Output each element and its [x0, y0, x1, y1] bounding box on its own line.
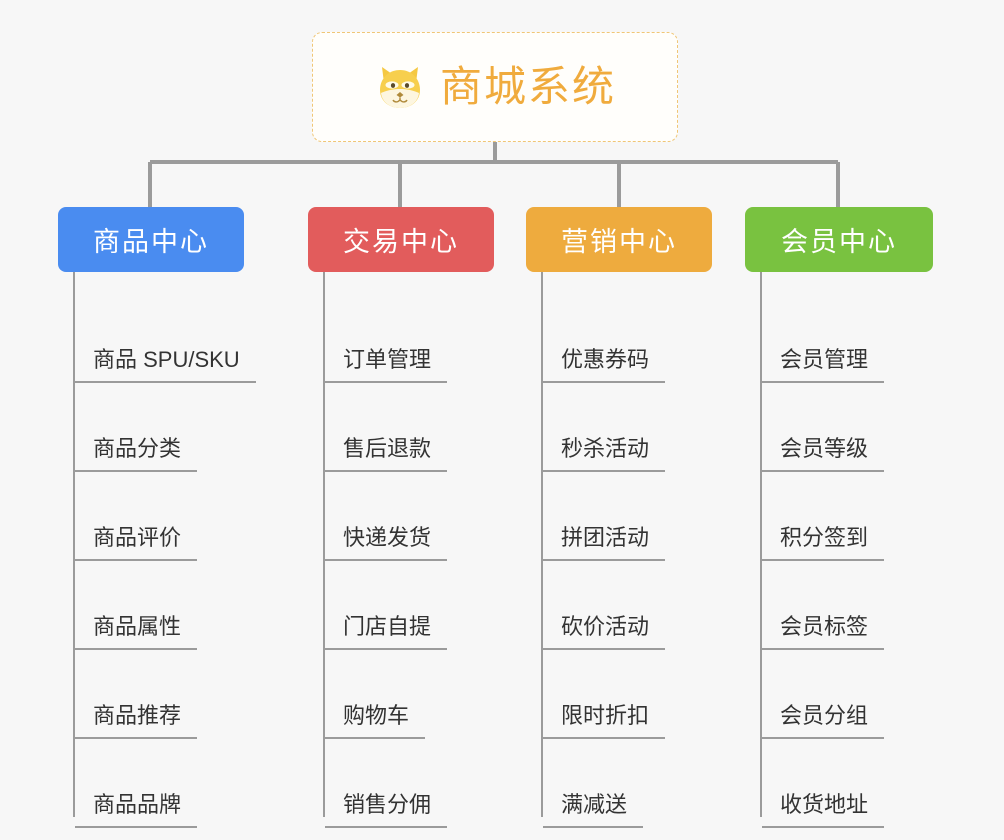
list-item-label: 秒杀活动	[543, 436, 666, 472]
list-item-label: 积分签到	[762, 525, 885, 561]
list-item[interactable]: 积分签到	[760, 472, 933, 561]
list-item[interactable]: 收货地址	[760, 739, 933, 828]
list-item[interactable]: 秒杀活动	[541, 383, 712, 472]
column-items-marketing-center: 优惠券码 秒杀活动 拼团活动 砍价活动 限时折扣 满减送	[526, 272, 712, 828]
column-marketing-center: 营销中心 优惠券码 秒杀活动 拼团活动 砍价活动 限时折扣 满减送	[526, 207, 712, 828]
root-title: 商城系统	[439, 63, 616, 110]
list-item-label: 购物车	[325, 703, 426, 739]
list-item[interactable]: 满减送	[541, 739, 712, 828]
list-item-label: 会员标签	[762, 614, 885, 650]
column-member-center: 会员中心 会员管理 会员等级 积分签到 会员标签 会员分组 收货地址	[745, 207, 933, 828]
list-item[interactable]: 商品属性	[73, 561, 244, 650]
list-item-label: 拼团活动	[543, 525, 666, 561]
list-item[interactable]: 购物车	[323, 650, 494, 739]
list-item[interactable]: 商品分类	[73, 383, 244, 472]
list-item-label: 优惠券码	[543, 347, 666, 383]
list-item[interactable]: 会员分组	[760, 650, 933, 739]
list-item[interactable]: 快递发货	[323, 472, 494, 561]
list-item-label: 商品评价	[75, 525, 198, 561]
list-item[interactable]: 商品品牌	[73, 739, 244, 828]
column-product-center: 商品中心 商品 SPU/SKU 商品分类 商品评价 商品属性 商品推荐 商品品牌	[58, 207, 256, 828]
list-item-label: 门店自提	[325, 614, 448, 650]
column-items-product-center: 商品 SPU/SKU 商品分类 商品评价 商品属性 商品推荐 商品品牌	[58, 272, 256, 828]
list-item-label: 满减送	[543, 792, 644, 828]
list-item-label: 砍价活动	[543, 614, 666, 650]
list-item-label: 商品品牌	[75, 792, 198, 828]
list-item-label: 商品推荐	[75, 703, 198, 739]
list-item[interactable]: 商品 SPU/SKU	[73, 294, 256, 383]
column-header-marketing-center[interactable]: 营销中心	[526, 207, 712, 272]
list-item-label: 会员等级	[762, 436, 885, 472]
list-item[interactable]: 销售分佣	[323, 739, 494, 828]
list-item[interactable]: 商品评价	[73, 472, 244, 561]
list-item-label: 限时折扣	[543, 703, 666, 739]
column-items-member-center: 会员管理 会员等级 积分签到 会员标签 会员分组 收货地址	[745, 272, 933, 828]
column-header-trade-center[interactable]: 交易中心	[308, 207, 494, 272]
list-item-label: 商品属性	[75, 614, 198, 650]
column-trade-center: 交易中心 订单管理 售后退款 快递发货 门店自提 购物车 销售分佣	[308, 207, 494, 828]
column-header-member-center[interactable]: 会员中心	[745, 207, 933, 272]
list-item-label: 商品分类	[75, 436, 198, 472]
list-item-label: 收货地址	[762, 792, 885, 828]
list-item-label: 商品 SPU/SKU	[75, 347, 256, 383]
list-item[interactable]: 会员标签	[760, 561, 933, 650]
list-item[interactable]: 门店自提	[323, 561, 494, 650]
list-item-label: 销售分佣	[325, 792, 448, 828]
list-item[interactable]: 限时折扣	[541, 650, 712, 739]
list-item[interactable]: 砍价活动	[541, 561, 712, 650]
list-item-label: 会员分组	[762, 703, 885, 739]
list-item-label: 会员管理	[762, 347, 885, 383]
fox-face-icon	[374, 61, 426, 113]
list-item[interactable]: 售后退款	[323, 383, 494, 472]
list-item[interactable]: 商品推荐	[73, 650, 244, 739]
list-item[interactable]: 会员管理	[760, 294, 933, 383]
list-item[interactable]: 会员等级	[760, 383, 933, 472]
list-item-label: 售后退款	[325, 436, 448, 472]
list-item[interactable]: 订单管理	[323, 294, 494, 383]
root-node-mall-system[interactable]: 商城系统	[312, 32, 678, 142]
column-header-product-center[interactable]: 商品中心	[58, 207, 244, 272]
column-items-trade-center: 订单管理 售后退款 快递发货 门店自提 购物车 销售分佣	[308, 272, 494, 828]
list-item[interactable]: 优惠券码	[541, 294, 712, 383]
list-item-label: 订单管理	[325, 347, 448, 383]
list-item[interactable]: 拼团活动	[541, 472, 712, 561]
list-item-label: 快递发货	[325, 525, 448, 561]
